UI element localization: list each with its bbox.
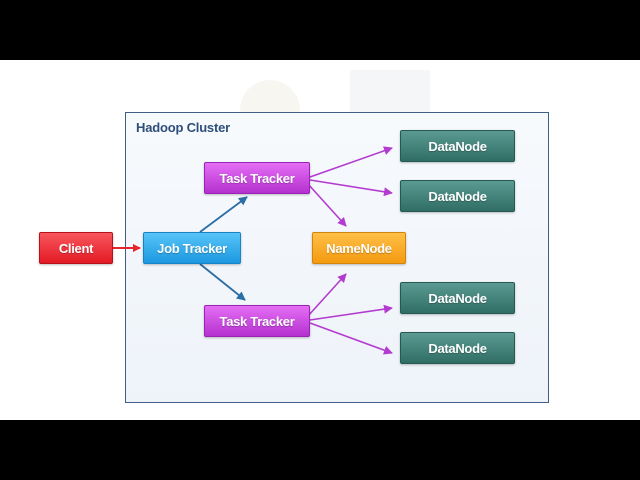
arrow-tt1-to-dn2 [310, 180, 392, 193]
datanode-4: DataNode [400, 332, 515, 364]
datanode-2: DataNode [400, 180, 515, 212]
arrow-tt2-to-dn3 [310, 308, 392, 320]
namenode-node: NameNode [312, 232, 406, 264]
letterbox-bottom [0, 420, 640, 480]
datanode-3: DataNode [400, 282, 515, 314]
task-tracker-top-node: Task Tracker [204, 162, 310, 194]
letterbox-top [0, 0, 640, 60]
task-tracker-bottom-node: Task Tracker [204, 305, 310, 337]
arrow-tt1-to-namenode [308, 184, 346, 226]
arrow-tt2-to-namenode [308, 274, 346, 316]
arrow-jobtracker-to-tasktracker-bottom [200, 264, 245, 300]
job-tracker-node: Job Tracker [143, 232, 241, 264]
client-node: Client [39, 232, 113, 264]
arrow-tt2-to-dn4 [310, 323, 392, 353]
arrow-jobtracker-to-tasktracker-top [200, 197, 247, 232]
arrow-tt1-to-dn1 [310, 148, 392, 177]
datanode-1: DataNode [400, 130, 515, 162]
video-frame: Hadoop Cluster Client Job Tracker Task [0, 60, 640, 420]
